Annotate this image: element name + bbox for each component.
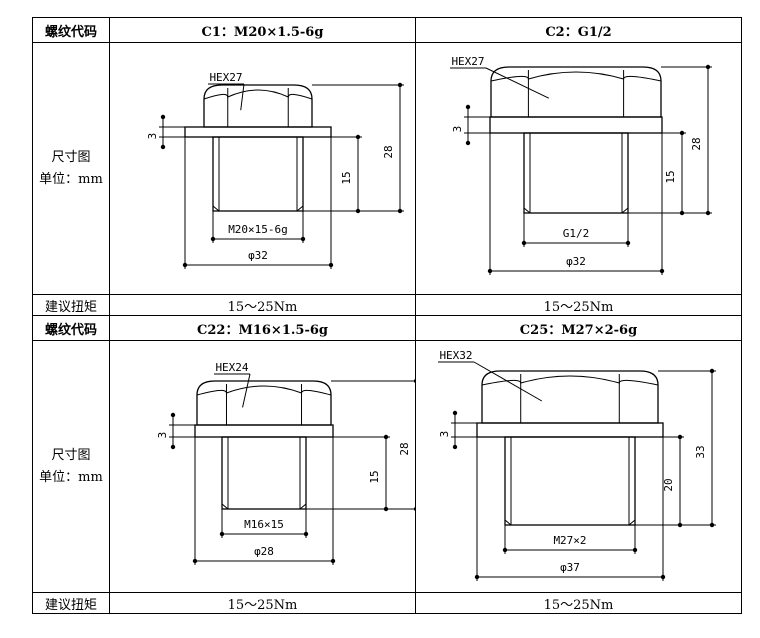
outer-diameter-label: φ32 xyxy=(566,255,586,268)
thread-code-header-2: 螺纹代码 xyxy=(32,315,110,341)
total-height-label: 33 xyxy=(694,445,707,458)
thread-spec-label: M27×2 xyxy=(553,534,586,547)
torque-label-2: 建议扭矩 xyxy=(32,592,110,614)
unit-label: 单位：mm xyxy=(39,171,103,187)
flange-thickness-label: 3 xyxy=(451,126,464,133)
thread-spec-label: G1/2 xyxy=(563,227,590,240)
thread-spec-label: M20×15-6g xyxy=(228,223,288,236)
torque-c22: 15～25Nm xyxy=(109,592,416,614)
thread-spec-label: M16×15 xyxy=(244,518,284,531)
code-c22: C22：M16×1.5-6g xyxy=(109,315,416,341)
thread-length-label: 15 xyxy=(664,170,677,183)
torque-row-2: 建议扭矩 15～25Nm 15～25Nm xyxy=(32,592,742,614)
outer-diameter-label: φ28 xyxy=(254,545,274,558)
code-c25: C25：M27×2-6g xyxy=(415,315,742,341)
outer-diameter-label: φ32 xyxy=(248,249,268,262)
flange-thickness-label: 3 xyxy=(146,133,159,140)
hex-size-label: HEX27 xyxy=(209,71,242,84)
total-height-label: 28 xyxy=(690,137,703,150)
torque-row-1: 建议扭矩 15～25Nm 15～25Nm xyxy=(32,294,742,316)
hex-size-label: HEX27 xyxy=(451,55,484,68)
total-height-label: 28 xyxy=(382,145,395,158)
thread-length-label: 15 xyxy=(340,171,353,184)
thread-code-header: 螺纹代码 xyxy=(32,17,110,43)
flange-thickness-label: 3 xyxy=(438,431,451,438)
dimension-label-2: 尺寸图 xyxy=(51,447,91,463)
spec-table: 螺纹代码 C1：M20×1.5-6g C2：G1/2 尺寸图 单位：mm HEX… xyxy=(32,17,742,614)
header-row-1: 螺纹代码 C1：M20×1.5-6g C2：G1/2 xyxy=(32,17,742,43)
thread-length-label: 15 xyxy=(368,470,381,483)
code-c1: C1：M20×1.5-6g xyxy=(109,17,416,43)
hex-size-label: HEX24 xyxy=(215,361,248,374)
dimension-label-cell-2: 尺寸图 单位：mm xyxy=(32,340,110,593)
header-row-2: 螺纹代码 C22：M16×1.5-6g C25：M27×2-6g xyxy=(32,315,742,341)
thread-length-label: 20 xyxy=(662,478,675,491)
total-height-label: 28 xyxy=(398,442,411,455)
torque-c25: 15～25Nm xyxy=(415,592,742,614)
torque-label-1: 建议扭矩 xyxy=(32,294,110,316)
outer-diameter-label: φ37 xyxy=(560,561,580,574)
flange-thickness-label: 3 xyxy=(156,432,169,439)
dimension-label-cell: 尺寸图 单位：mm xyxy=(32,42,110,295)
dimension-label: 尺寸图 xyxy=(51,149,91,165)
code-c2: C2：G1/2 xyxy=(415,17,742,43)
torque-c1: 15～25Nm xyxy=(109,294,416,316)
torque-c2: 15～25Nm xyxy=(415,294,742,316)
hex-size-label: HEX32 xyxy=(439,349,472,362)
unit-label-2: 单位：mm xyxy=(39,469,103,485)
